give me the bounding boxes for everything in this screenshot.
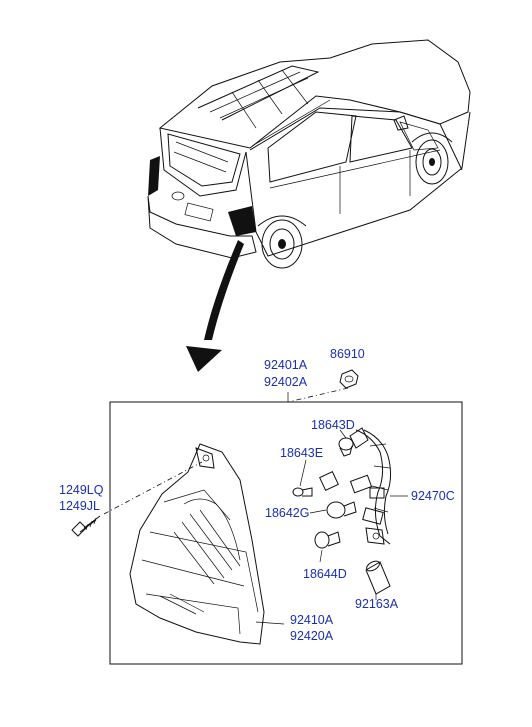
label-18643E: 18643E <box>280 446 323 460</box>
rear-combination-lamp <box>129 443 265 645</box>
leader-lines <box>255 392 408 625</box>
label-92401A: 92401A <box>264 358 308 372</box>
label-1249JL: 1249JL <box>59 499 100 513</box>
label-92410A: 92410A <box>290 613 334 627</box>
screw-leader-line <box>103 461 203 515</box>
label-86910: 86910 <box>330 347 365 361</box>
label-18642G: 18642G <box>265 506 309 520</box>
mounting-screw <box>71 515 101 537</box>
label-92420A: 92420A <box>290 629 334 643</box>
label-18643D: 18643D <box>311 418 355 432</box>
pointer-arrow <box>186 240 244 372</box>
nut-86910 <box>339 369 359 389</box>
label-92402A: 92402A <box>264 375 308 389</box>
socket-wiring-assembly <box>319 427 392 545</box>
bulb-18644D <box>314 531 341 549</box>
label-18644D: 18644D <box>303 567 347 581</box>
part-number-labels: 92401A 92402A 86910 18643D 18643E 1249LQ… <box>59 347 455 643</box>
bulb-18643E <box>292 487 313 497</box>
bulb-18642G <box>326 501 357 519</box>
label-92470C: 92470C <box>411 489 455 503</box>
vehicle-illustration <box>147 39 471 269</box>
holder-92163A <box>365 560 391 595</box>
nut-leader-line <box>287 387 349 403</box>
bulb-18643D <box>338 437 354 457</box>
label-1249LQ: 1249LQ <box>59 483 104 497</box>
label-92163A: 92163A <box>355 597 399 611</box>
assembly-frame <box>109 401 463 665</box>
